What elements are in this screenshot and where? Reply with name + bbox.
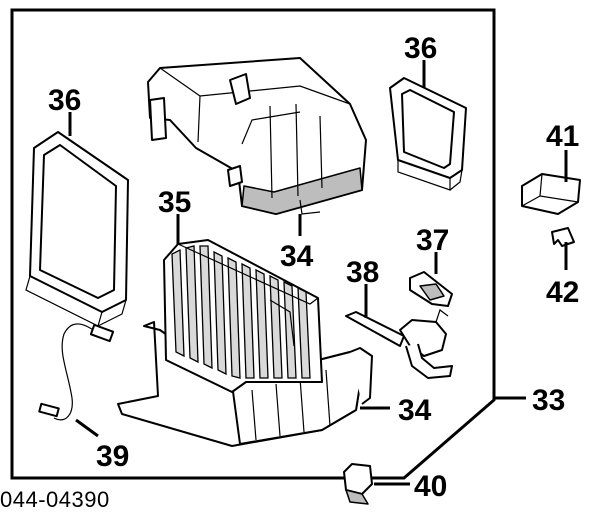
wire-harness-part (38, 323, 115, 421)
catalog-code: 044-04390 (0, 487, 110, 512)
seal-right-part (389, 77, 467, 191)
thermistor-part (409, 271, 453, 307)
callout-35: 35 (158, 186, 191, 219)
connector-housing-part (521, 173, 581, 215)
expansion-valve-part (345, 309, 453, 379)
callout-41: 41 (546, 120, 579, 153)
seal-left-part (25, 131, 129, 327)
callout-42: 42 (546, 276, 579, 309)
clip-small-part (551, 227, 575, 247)
callout-36-left: 36 (48, 84, 81, 117)
callout-40: 40 (414, 470, 447, 503)
assembly-outline (10, 8, 496, 480)
callout-39: 39 (96, 440, 129, 473)
leader-lines (68, 60, 568, 486)
callout-33: 33 (532, 384, 565, 417)
callout-37: 37 (416, 224, 449, 257)
clip-bottom-part (343, 463, 373, 505)
evaporator-core-part (163, 239, 323, 393)
upper-case-part (147, 57, 367, 215)
callout-38: 38 (346, 256, 379, 289)
callout-36-right: 36 (404, 32, 437, 65)
callout-34-upper: 34 (280, 240, 314, 273)
callout-34-lower: 34 (398, 394, 432, 427)
